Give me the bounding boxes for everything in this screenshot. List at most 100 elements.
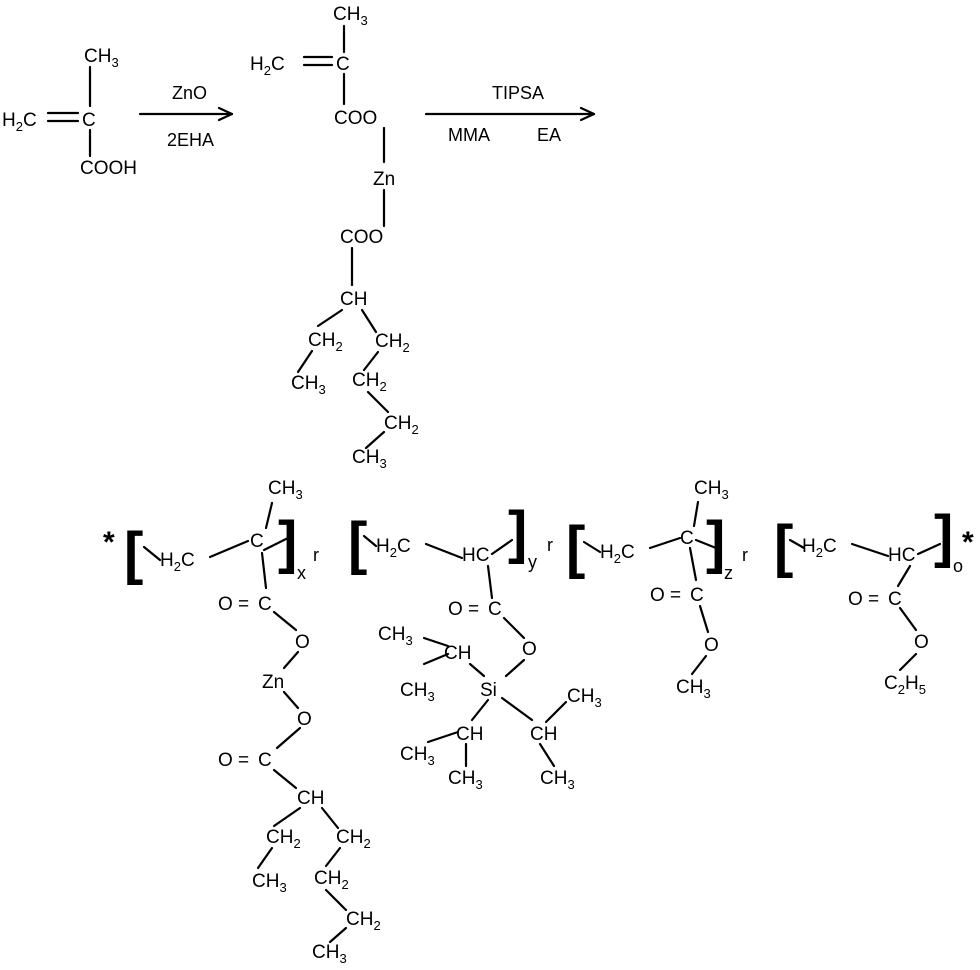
zinc-label: Zn [373, 169, 395, 190]
bond [470, 698, 490, 722]
copolymer: * * [ H2C C CH3 ] x r O = C O Zn O O = [103, 478, 974, 966]
subscript-index: o [953, 556, 963, 576]
bond [788, 538, 806, 550]
bracket-open: [ [348, 511, 367, 576]
bond [296, 349, 314, 374]
bond [426, 730, 460, 744]
methylene-label: CH2 [336, 827, 371, 851]
carbonyl-label: O = [218, 594, 249, 615]
carbon-label: C [258, 594, 272, 615]
polymer-unit-tipsa: [ H2C HC ] y r O = C O Si CH CH3 CH3 CH [348, 500, 602, 792]
methyl-label: CH3 [352, 447, 387, 471]
bond [898, 652, 918, 672]
bond [850, 542, 890, 558]
ester-label: COO [334, 108, 377, 129]
methylene-label: CH2 [308, 330, 343, 354]
reagent-zno: ZnO [172, 83, 207, 103]
bond [272, 610, 298, 632]
carbon-label: C [888, 589, 902, 610]
bond [272, 768, 298, 790]
methacrylic-acid: CH3 H2C C COOH [2, 46, 137, 179]
polymer-unit-ea: [ H2C HC ] o O = C O C2H5 [774, 504, 963, 697]
methylene-label: H2C [2, 110, 37, 134]
bond [362, 350, 380, 372]
sequence-label: r [547, 535, 553, 555]
methyl-label: CH3 [333, 4, 368, 28]
carboxyl-label: COOH [80, 158, 137, 179]
oxygen-label: O [914, 632, 929, 653]
bond [364, 430, 386, 450]
bond [282, 690, 300, 710]
methine-label: CH [444, 643, 471, 664]
carbonyl-label: O = [848, 589, 879, 610]
methine-label: HC [888, 545, 915, 566]
sequence-label: r [313, 545, 319, 565]
bond [316, 308, 344, 328]
bond [648, 536, 682, 550]
carbon-label: C [82, 110, 96, 131]
methylene-label: CH2 [384, 413, 419, 437]
bond [544, 700, 568, 724]
polymer-unit-mma: [ H2C C CH3 ] z r O = C O CH3 [566, 478, 748, 701]
subscript-index: z [724, 563, 733, 583]
methine-label: CH [340, 289, 367, 310]
reaction-arrow-1: ZnO 2EHA [138, 83, 234, 150]
reagent-2eha: 2EHA [167, 130, 214, 150]
methylene-label: CH2 [352, 370, 387, 394]
carbonyl-label: O = [448, 599, 479, 620]
bracket-open: [ [774, 514, 793, 579]
end-star: * [962, 526, 974, 559]
bond [692, 500, 700, 528]
bond [698, 604, 710, 634]
bond [538, 742, 556, 768]
bond [582, 540, 602, 554]
bond [422, 652, 450, 666]
bond [366, 390, 390, 414]
methyl-label: CH3 [312, 942, 347, 966]
bond [490, 538, 514, 556]
bond [328, 926, 348, 944]
methylene-label: H2C [376, 536, 411, 560]
methine-label: CH [456, 724, 483, 745]
methylene-label: H2C [160, 550, 195, 574]
bond [256, 846, 274, 870]
bond [324, 888, 348, 912]
bond [688, 546, 698, 582]
methine-label: CH [530, 724, 557, 745]
methylene-label: CH2 [314, 868, 349, 892]
bond [208, 539, 250, 559]
methine-label: HC [462, 545, 489, 566]
arrow-head [217, 106, 234, 122]
bracket-open: [ [124, 521, 143, 586]
bracket-close: ] [934, 504, 953, 569]
carbonyl-label: O = [218, 750, 249, 771]
reaction-arrow-2: TIPSA MMA EA [424, 83, 596, 145]
bond [916, 542, 942, 556]
bond [142, 545, 162, 562]
bond [504, 658, 526, 678]
oxygen-label: O [297, 709, 312, 730]
bond [272, 806, 302, 828]
bond [690, 654, 708, 676]
carbon-label: C [258, 750, 272, 771]
methyl-label: CH3 [84, 46, 119, 70]
bond [282, 650, 300, 670]
methyl-label: CH3 [268, 478, 303, 502]
subscript-index: y [528, 552, 537, 572]
bond [468, 662, 486, 678]
carbon-label: C [680, 528, 694, 549]
oxygen-label: O [704, 635, 719, 656]
zinc-label: Zn [262, 672, 284, 693]
bracket-open: [ [566, 515, 585, 580]
reagent-ea: EA [537, 125, 561, 145]
methylene-label: CH2 [375, 331, 410, 355]
methyl-label: CH3 [540, 768, 575, 792]
methylene-label: H2C [802, 536, 837, 560]
bond [275, 726, 302, 750]
carbon-label: C [690, 585, 704, 606]
methyl-label: CH3 [448, 768, 483, 792]
silicon-label: Si [480, 680, 497, 701]
bond [320, 806, 340, 830]
methyl-label: CH3 [567, 686, 602, 710]
